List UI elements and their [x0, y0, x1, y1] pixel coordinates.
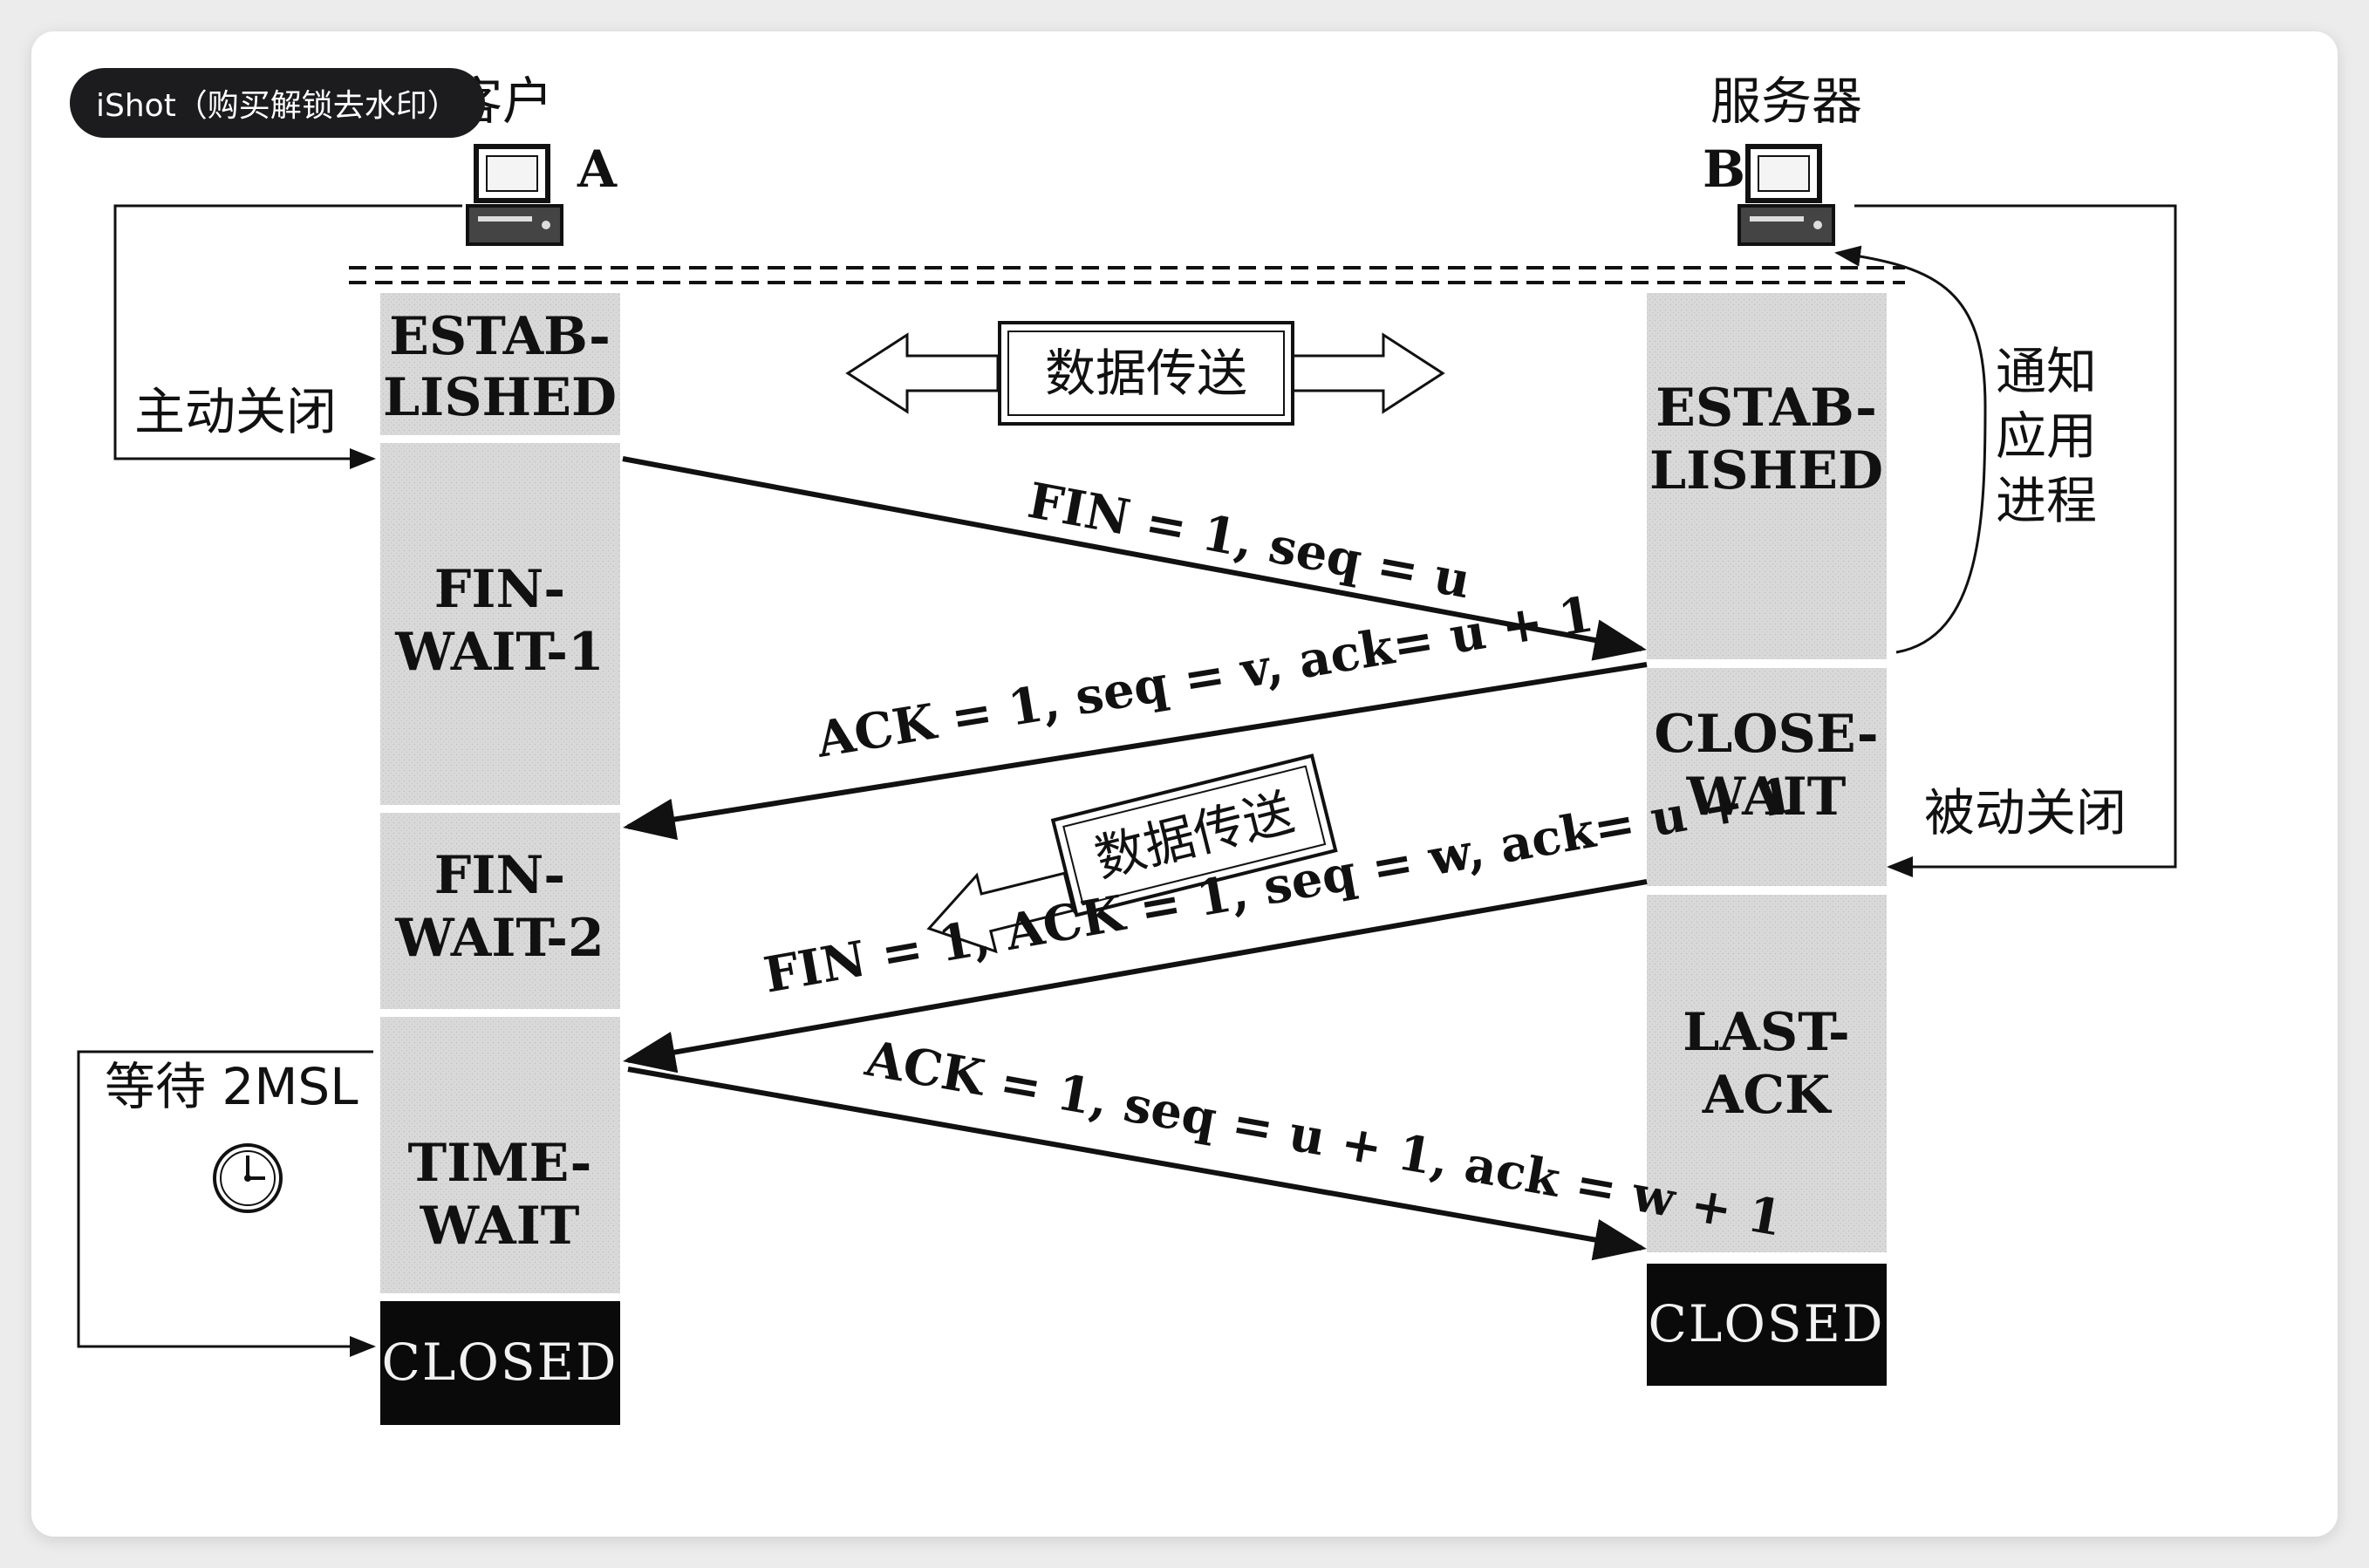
- server-state-last-ack: [1647, 895, 1887, 1252]
- client-fin-wait-2-line1: FIN-: [434, 845, 565, 906]
- client-state-closed: [380, 1301, 620, 1425]
- fin1-arrow: [622, 456, 1647, 661]
- ack2-arrow: [627, 1067, 1647, 1261]
- server-close-wait-line1: CLOSE-: [1654, 704, 1878, 765]
- active-close-label: 主动关闭: [134, 382, 337, 441]
- server-closed-label: CLOSED: [1648, 1294, 1884, 1353]
- client-state-column: [380, 293, 620, 1425]
- client-state-fin-wait-2: [380, 813, 620, 1009]
- server-state-close-wait: [1647, 668, 1887, 886]
- client-time-wait-line2: WAIT: [420, 1196, 580, 1257]
- watermark-text: iShot（购买解锁去水印）: [96, 88, 459, 124]
- wait-2msl-connector: [77, 1050, 376, 1357]
- server-state-established: [1647, 293, 1887, 659]
- server-close-wait-line2: WAIT: [1686, 767, 1847, 828]
- server-last-ack-line1: LAST-: [1683, 1002, 1850, 1063]
- notify-app-line1: 通知: [1996, 342, 2097, 401]
- client-time-wait-line1: TIME-: [408, 1133, 592, 1194]
- data-transfer-both-label: 数据传送: [1045, 344, 1247, 403]
- client-state-time-wait: [380, 1017, 620, 1293]
- server-established-line1: ESTAB-: [1656, 378, 1877, 439]
- client-fin-wait-1-line1: FIN-: [434, 559, 565, 620]
- fin2-arrow: [623, 879, 1648, 1074]
- client-state-established: [380, 293, 620, 435]
- active-close-connector: [113, 204, 462, 469]
- client-established-line2: LISHED: [383, 367, 617, 428]
- server-label: B: [1703, 140, 1745, 199]
- tcp-four-way-handshake-diagram: 客户 服务器 A B EST: [77, 72, 2177, 1425]
- client-fin-wait-2-line2: WAIT-2: [394, 908, 604, 969]
- clock-icon: [213, 1143, 283, 1213]
- notify-app-line3: 进程: [1996, 471, 2097, 530]
- client-state-fin-wait-1: [380, 443, 620, 805]
- passive-close-connector: [1854, 204, 2177, 877]
- server-title: 服务器: [1710, 72, 1862, 131]
- server-last-ack-line2: ACK: [1702, 1065, 1832, 1126]
- notify-app-connector: [1834, 245, 1987, 654]
- server-state-column: [1647, 293, 1887, 1386]
- client-closed-label: CLOSED: [381, 1333, 618, 1392]
- client-fin-wait-1-line2: WAIT-1: [394, 622, 604, 683]
- diagram-card: 客户 服务器 A B EST: [31, 31, 2338, 1537]
- server-computer-icon: [1737, 144, 1835, 246]
- client-label: A: [577, 140, 618, 199]
- client-established-line1: ESTAB-: [389, 306, 611, 367]
- ack1-message: ACK = 1, seq = v, ack= u + 1: [812, 585, 1598, 769]
- fin1-message: FIN = 1, seq = u: [1023, 472, 1474, 610]
- watermark-badge: iShot（购买解锁去水印）: [70, 68, 485, 138]
- notify-app-line2: 应用: [1996, 406, 2097, 466]
- wait-2msl-label: 等待 2MSL: [105, 1057, 358, 1116]
- client-computer-icon: [466, 144, 563, 246]
- server-state-closed: [1647, 1264, 1887, 1386]
- server-established-line2: LISHED: [1649, 440, 1883, 501]
- ack1-arrow: [623, 662, 1648, 841]
- passive-close-label: 被动关闭: [1924, 783, 2127, 842]
- data-transfer-both-arrow: [845, 321, 1445, 426]
